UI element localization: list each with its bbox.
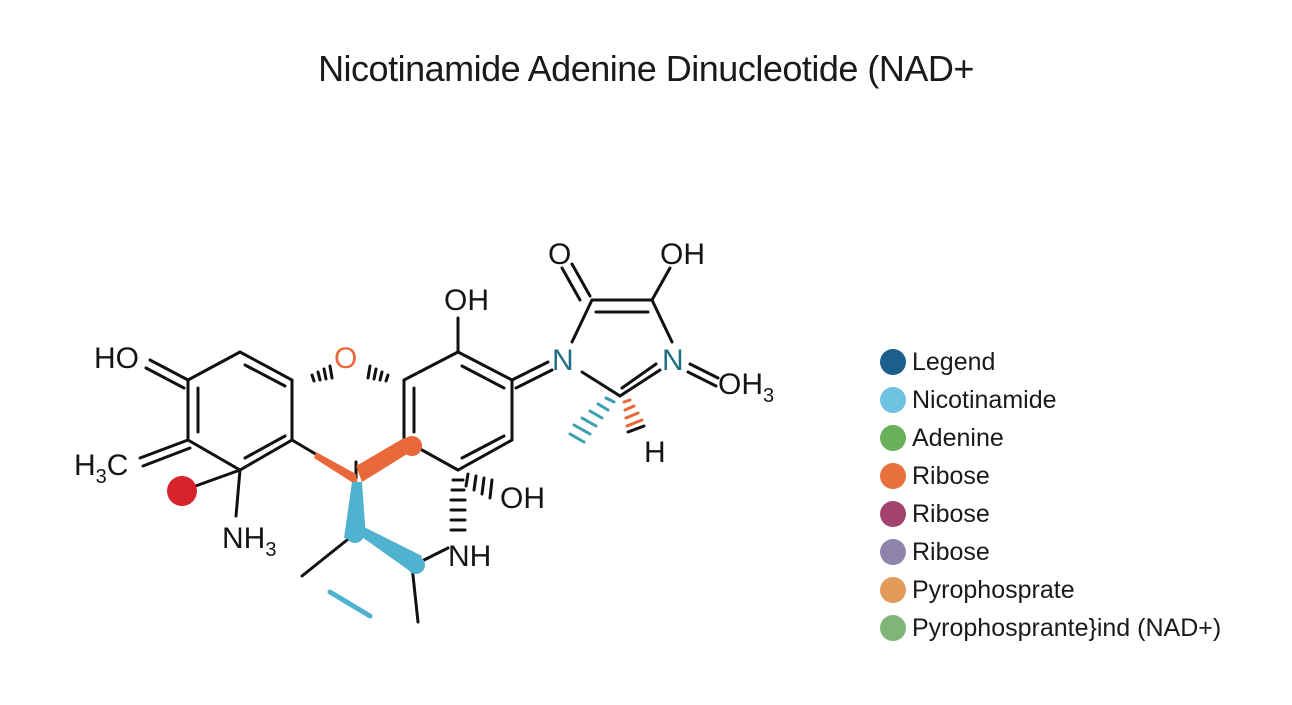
legend-label: Ribose [912,461,990,490]
cyan-dash [327,589,373,619]
chain-bond-1 [300,534,354,578]
five-ring-base-1 [580,370,622,398]
red-dot-bond [188,468,242,490]
atom-n-left: N [552,344,574,377]
five-ring-base-3 [620,362,658,390]
legend-label: Nicotinamide [912,385,1057,414]
atom-h3c: H3C [74,449,128,488]
co-bond-a [560,266,582,302]
n-bond-b [514,368,554,390]
legend-item: Legend [880,343,1280,381]
h3c-bond-a [138,438,190,460]
n-bond-a [510,360,550,382]
hash-orange-h [622,398,644,428]
legend-swatch-icon [880,425,906,451]
atom-oh-top: OH [444,284,489,317]
hash-oh-right [464,472,494,500]
bonds [138,262,720,624]
atom-o-top: O [548,238,571,271]
cyan-wedge-across [352,526,422,574]
legend-swatch-icon [880,539,906,565]
atom-oh-right: OH [500,482,545,515]
legend-label: Ribose [912,499,990,528]
atom-oh3: OH3 [718,368,774,407]
legend-label: Ribose [912,537,990,566]
cyan-blob-2 [407,556,425,574]
legend-label: Pyrophosprante}ind (NAD+) [912,613,1222,642]
legend-swatch-icon [880,463,906,489]
legend-item: Ribose [880,457,1280,495]
atom-labels: HO H3C O OH NH3 OH NH N N O OH OH3 H [74,238,774,573]
oh3-bond-a [688,362,720,380]
atom-oh-far: OH [660,238,705,271]
hash-teal [568,396,616,444]
legend-item: Adenine [880,419,1280,457]
five-ring [570,298,674,344]
page-title: Nicotinamide Adenine Dinucleotide (NAD+ [318,48,974,89]
middle-ring [402,350,514,472]
red-dot [167,476,197,506]
legend-swatch-icon [880,349,906,375]
legend-swatch-icon [880,577,906,603]
atom-nh3: NH3 [222,522,276,561]
hash-nh [449,478,467,532]
legend-label: Pyrophosprate [912,575,1075,604]
legend-item: Ribose [880,495,1280,533]
oh-far-bond [650,266,672,302]
legend-item: Ribose [880,533,1280,571]
legend-swatch-icon [880,387,906,413]
cyan-blob-1 [346,525,364,543]
left-ring-inner-3 [243,434,287,460]
hash-ring-o-right [366,364,390,383]
legend-label: Adenine [912,423,1004,452]
legend-item: Pyrophosprate [880,571,1280,609]
hashed-bonds [310,364,646,532]
middle-ring-inner-3 [460,434,506,460]
legend-swatch-icon [880,615,906,641]
ho-bond-b [144,366,186,390]
atom-h-bottom: H [644,436,666,469]
middle-ring-inner-2 [460,364,506,390]
hash-h [626,424,646,434]
left-ring [186,350,294,472]
orange-blob [402,436,422,456]
five-ring-base-2 [618,368,662,398]
atom-n-right: N [662,344,684,377]
left-ring-inner-2 [243,363,287,388]
legend-swatch-icon [880,501,906,527]
hash-ring-o-left [310,364,334,383]
legend-item: Nicotinamide [880,381,1280,419]
legend-label: Legend [912,347,996,376]
atom-ring-o: O [334,342,357,375]
highlight-segments [167,436,425,619]
h3c-bond-b [141,446,192,468]
oh3-bond-b [686,370,718,388]
atom-ho-left: HO [94,342,139,375]
cyan-wedge-down [344,482,366,538]
atom-nh: NH [448,540,491,573]
ho-bond-a [148,358,190,382]
co-bond-b [570,262,592,298]
legend-item: Pyrophosprante}ind (NAD+) [880,609,1280,647]
orange-wedge-left [314,452,358,486]
nh3-bond [234,468,242,518]
chain-bond-2 [410,564,420,624]
